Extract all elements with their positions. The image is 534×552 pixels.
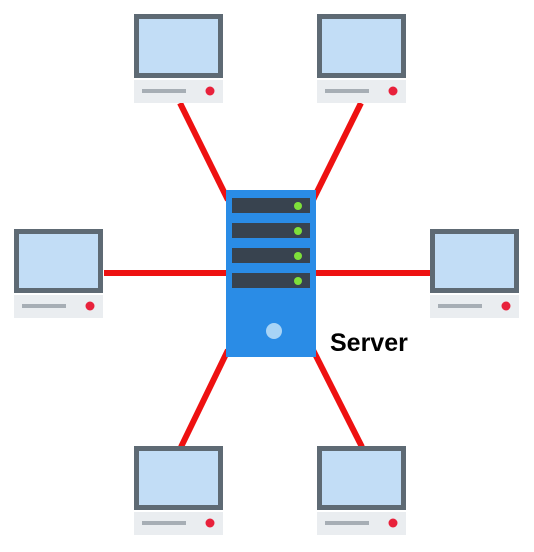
client-computers — [14, 14, 519, 535]
drive-slot — [142, 89, 186, 93]
computer-middle-left — [14, 229, 103, 318]
drive-slot — [438, 304, 482, 308]
monitor-screen — [322, 19, 401, 73]
monitor-screen — [19, 234, 98, 288]
monitor-screen — [139, 451, 218, 505]
server-icon — [226, 190, 316, 357]
power-led-icon — [501, 301, 511, 311]
power-led-icon — [205, 86, 215, 96]
link-top-left — [177, 101, 231, 202]
computer-bottom-left — [134, 446, 223, 535]
monitor-screen — [322, 451, 401, 505]
drive-slot — [142, 521, 186, 525]
power-led-icon — [388, 86, 398, 96]
computer-top-right — [317, 14, 406, 103]
drive-slot — [325, 89, 369, 93]
computer-top-left — [134, 14, 223, 103]
connection-links — [104, 101, 430, 449]
link-bottom-right — [310, 348, 365, 449]
computer-middle-right — [430, 229, 519, 318]
link-bottom-left — [178, 348, 231, 449]
power-led-icon — [85, 301, 95, 311]
drive-slot — [325, 521, 369, 525]
monitor-screen — [139, 19, 218, 73]
server-label: Server — [330, 329, 408, 357]
drive-slot — [22, 304, 66, 308]
computer-bottom-right — [317, 446, 406, 535]
monitor-screen — [435, 234, 514, 288]
power-led-icon — [205, 518, 215, 528]
link-top-right — [310, 101, 364, 202]
power-led-icon — [388, 518, 398, 528]
